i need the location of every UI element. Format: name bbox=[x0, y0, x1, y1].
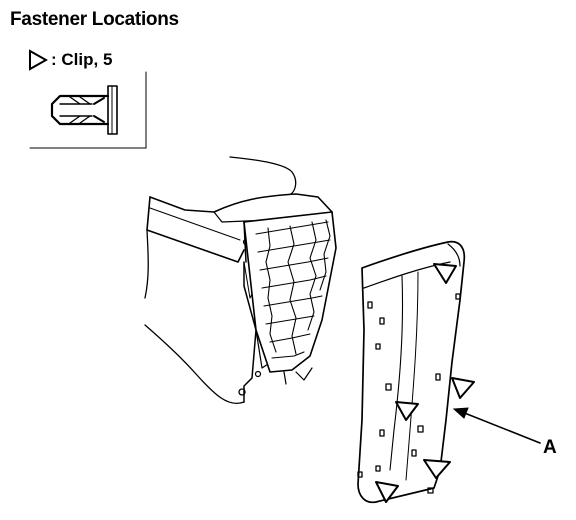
callout-a-leader bbox=[452, 407, 541, 444]
clip-detail-inset bbox=[29, 71, 147, 149]
fastener-legend: : Clip, 5 bbox=[28, 48, 112, 72]
clip-marker-1 bbox=[433, 263, 457, 284]
clip-marker-4 bbox=[423, 459, 451, 479]
clip-marker-group bbox=[375, 263, 475, 503]
clip-marker-2 bbox=[451, 377, 475, 399]
side-panel-a bbox=[357, 240, 466, 504]
clip-marker-3 bbox=[395, 401, 419, 421]
callout-label-a: A bbox=[543, 437, 557, 458]
clip-triangle-icon bbox=[29, 49, 48, 71]
clip-marker-5 bbox=[375, 481, 399, 503]
console-body bbox=[144, 156, 337, 404]
legend-text: : Clip, 5 bbox=[51, 50, 113, 69]
page-title: Fastener Locations bbox=[10, 9, 179, 30]
